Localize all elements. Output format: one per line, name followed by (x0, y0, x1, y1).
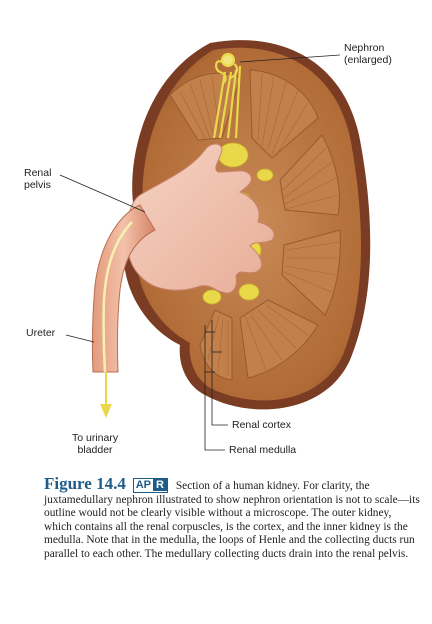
caption-text: Section of a human kidney. For clarity, … (44, 480, 420, 560)
leader-renal-medulla (204, 325, 225, 451)
kidney-diagram (59, 40, 371, 451)
label-renal-cortex: Renal cortex (232, 419, 291, 431)
pyramid (199, 309, 233, 381)
fat-deposit (238, 283, 260, 301)
ureter-flow-line (102, 221, 133, 373)
label-to-urinary-bladder: To urinary bladder (72, 432, 119, 456)
nephron (212, 52, 242, 139)
pyramid (279, 134, 340, 216)
fat-deposit (256, 168, 274, 182)
leader-nephron (239, 54, 341, 63)
pyramid (281, 229, 341, 316)
medulla-striations (179, 73, 341, 376)
leader-ureter (65, 334, 95, 343)
label-renal-medulla: Renal medulla (229, 444, 297, 456)
fat-deposit (217, 142, 249, 168)
apr-badge-r: R (153, 479, 167, 491)
fat-deposit (202, 289, 222, 305)
label-renal-pelvis: Renal pelvis (24, 167, 52, 191)
label-nephron: Nephron (enlarged) (344, 42, 392, 66)
label-ureter: Ureter (26, 327, 56, 339)
apr-badge-ap: AP (133, 479, 153, 491)
leader-renal-pelvis (59, 174, 146, 213)
bladder-arrowhead (100, 404, 112, 418)
leader-renal-cortex (211, 320, 228, 426)
pyramid (239, 299, 319, 379)
renal-pelvis (126, 143, 275, 294)
pyramid (249, 69, 319, 159)
figure-number: Figure 14.4 (44, 474, 126, 493)
